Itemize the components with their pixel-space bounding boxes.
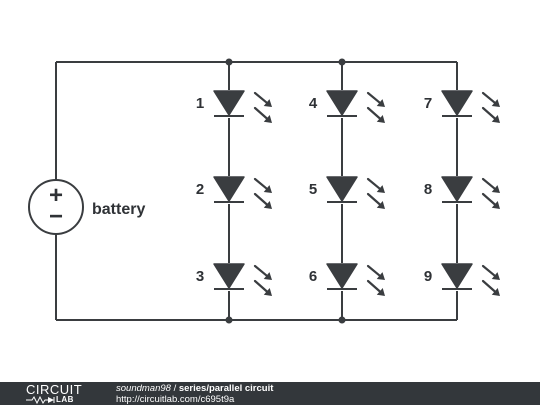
led-4-diode [326, 90, 358, 116]
led-6-label: 6 [309, 268, 317, 285]
led-5: 5 [309, 176, 385, 209]
led-5-light-arrow-upper [366, 177, 385, 193]
led-8: 8 [424, 176, 500, 209]
led-8-diode [441, 176, 473, 202]
led-5-diode [326, 176, 358, 202]
battery-source: + − battery [28, 179, 145, 235]
battery-circle [28, 179, 84, 235]
bottom-junction-node-1 [225, 316, 233, 324]
led-3-diode [213, 263, 245, 289]
logo-wave-icon [26, 396, 55, 404]
led-2: 2 [196, 176, 272, 209]
led-5-light-arrow-lower [366, 192, 385, 209]
led-5-label: 5 [309, 181, 317, 198]
led-4-label: 4 [309, 95, 318, 112]
led-4-light-arrow-lower [366, 106, 385, 123]
separator: / [170, 383, 179, 394]
logo-text-lab: LAB [56, 395, 74, 404]
led-1: 1 [196, 90, 272, 123]
led-8-label: 8 [424, 181, 432, 198]
circuit-title[interactable]: series/parallel circuit [178, 383, 274, 394]
battery-label: battery [92, 201, 145, 218]
led-2-label: 2 [196, 181, 204, 198]
led-6-light-arrow-upper [366, 264, 385, 280]
led-4-light-arrow-upper [366, 91, 385, 107]
led-1-light-arrow-upper [253, 91, 272, 107]
logo-text-circuit: CIRCUIT [26, 382, 83, 397]
author-name[interactable]: soundman98 [116, 383, 171, 394]
footer-credit: soundman98 / series/parallel circuit [116, 383, 273, 394]
led-9-light-arrow-upper [481, 264, 500, 280]
battery-plus-sign: + [49, 182, 63, 209]
leds: 1 2 3 4 5 6 7 8 9 [196, 90, 500, 296]
led-7-diode [441, 90, 473, 116]
circuit-schematic: + − battery 1 2 3 4 5 6 7 8 9 [28, 58, 500, 324]
led-6-diode [326, 263, 358, 289]
led-1-label: 1 [196, 95, 204, 112]
led-1-light-arrow-lower [253, 106, 272, 123]
led-6-light-arrow-lower [366, 279, 385, 296]
led-3-label: 3 [196, 268, 204, 285]
circuit-url[interactable]: http://circuitlab.com/c695t9a [116, 394, 235, 405]
led-7: 7 [424, 90, 500, 123]
led-9-light-arrow-lower [481, 279, 500, 296]
led-3-light-arrow-upper [253, 264, 272, 280]
led-9-label: 9 [424, 268, 432, 285]
top-junction-node-2 [338, 58, 346, 66]
footer-bar: CIRCUIT LAB soundman98 / series/parallel… [0, 382, 540, 405]
led-8-light-arrow-lower [481, 192, 500, 209]
led-1-diode [213, 90, 245, 116]
junction-nodes [225, 58, 346, 324]
led-6: 6 [309, 263, 385, 296]
led-3: 3 [196, 263, 272, 296]
led-2-diode [213, 176, 245, 202]
led-7-label: 7 [424, 95, 432, 112]
battery-minus-sign: − [49, 203, 63, 230]
led-7-light-arrow-upper [481, 91, 500, 107]
led-9: 9 [424, 263, 500, 296]
led-8-light-arrow-upper [481, 177, 500, 193]
led-9-diode [441, 263, 473, 289]
led-2-light-arrow-lower [253, 192, 272, 209]
led-2-light-arrow-upper [253, 177, 272, 193]
bottom-junction-node-2 [338, 316, 346, 324]
circuitlab-logo[interactable]: CIRCUIT LAB [26, 382, 100, 405]
top-junction-node-1 [225, 58, 233, 66]
wires [55, 61, 457, 321]
led-7-light-arrow-lower [481, 106, 500, 123]
led-3-light-arrow-lower [253, 279, 272, 296]
led-4: 4 [309, 90, 385, 123]
